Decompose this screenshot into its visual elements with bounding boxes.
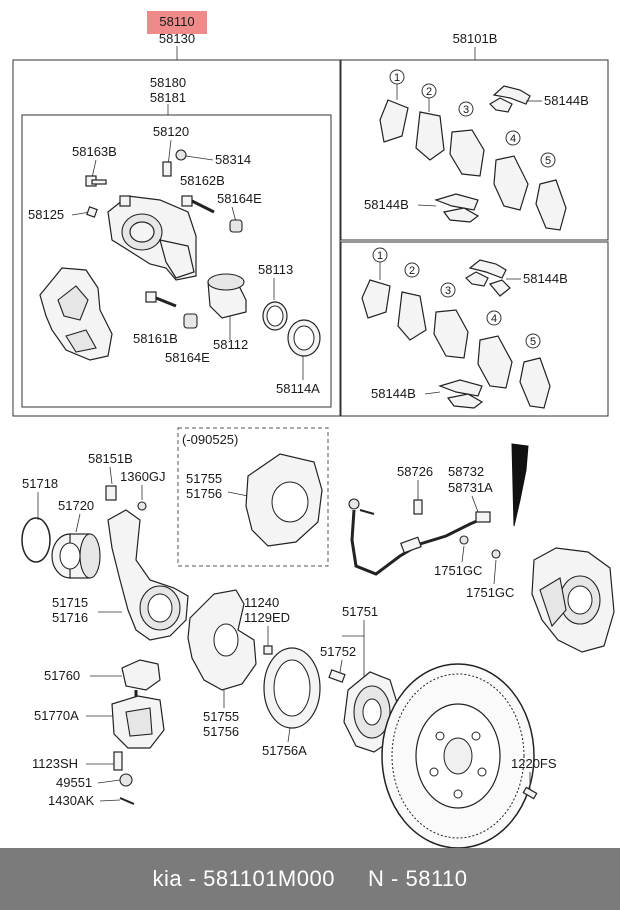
part-label[interactable]: 51755 [203,709,239,724]
part-label[interactable]: 58164E [165,350,210,365]
part-label[interactable]: 58164E [217,191,262,206]
part-label[interactable]: 58180 [150,75,186,90]
part-number: 581101M000 [203,866,335,891]
part-label[interactable]: 51751 [342,604,378,619]
pad-set-upper: 1 2 3 4 5 58144B 58144B [364,69,589,231]
part-label[interactable]: 58144B [544,93,589,108]
pad-number: 4 [510,133,516,145]
pad-kit-frame-lower [340,241,609,417]
part-label[interactable]: 58161B [133,331,178,346]
part-label[interactable]: 51760 [44,668,80,683]
cotter-pin-drawing [119,797,135,805]
part-label[interactable]: 51756 [186,486,222,501]
part-label[interactable]: 58162B [180,173,225,188]
pad-kit-frame-upper [340,59,609,241]
short-code: 58110 [405,866,468,891]
code-prefix: N [368,866,385,891]
part-label[interactable]: 1430AK [48,793,95,808]
part-label[interactable]: 58130 [159,31,195,46]
wheel-bearing-drawing [51,533,101,579]
part-label[interactable]: 58181 [150,90,186,105]
caliper-body-frame [21,114,332,408]
part-label[interactable]: 58731A [448,480,493,495]
part-label[interactable]: 51720 [58,498,94,513]
ball-joint-drawing [121,659,161,702]
dust-shield-upper-drawing [245,453,323,547]
part-label[interactable]: 58726 [397,464,433,479]
part-label[interactable]: 51715 [52,595,88,610]
highlight-marker [147,11,207,34]
part-label[interactable]: 51756A [262,743,307,758]
snap-ring-drawing [21,517,51,563]
exploded-parts-diagram: 58110 58130 58180 58181 58101B 58120 581… [12,11,615,848]
part-label[interactable]: 1751GC [466,585,514,600]
part-label[interactable]: 58120 [153,124,189,139]
part-label[interactable]: 1129ED [244,610,290,625]
part-label[interactable]: 58114A [276,381,320,396]
part-label[interactable]: 58144B [364,197,409,212]
disc-screw-drawing [522,786,538,800]
part-label[interactable]: 58732 [448,464,484,479]
part-label[interactable]: 58144B [371,386,416,401]
part-number-footer: kia - 581101M000 N - 58110 [0,848,620,910]
arm-bolt-drawing [113,751,123,771]
part-label[interactable]: 58112 [213,337,248,352]
part-label[interactable]: 58144B [523,271,568,286]
separator: - [384,866,406,891]
part-label[interactable]: 51752 [320,644,356,659]
part-label[interactable]: 58125 [28,207,64,222]
spacer [335,866,368,892]
pad-number: 5 [545,155,551,167]
caliper-assembly-frame [12,59,341,417]
pad-number: 3 [463,104,469,116]
caliper-body-drawing [107,195,197,281]
pad-number: 2 [409,265,415,277]
pad-kit-label[interactable]: 58101B [453,31,498,46]
guide-bolt-drawing [85,175,131,218]
dust-shield-lower-drawing [187,589,273,691]
part-label[interactable]: 51756 [203,724,239,739]
part-label[interactable]: 51770A [34,708,79,723]
dust-shield-variant-frame [177,427,329,567]
part-label[interactable]: 58163B [72,144,117,159]
part-label[interactable]: 58113 [258,262,293,277]
pad-number: 4 [491,313,497,325]
part-label[interactable]: 1220FS [511,756,557,771]
part-label[interactable]: 49551 [56,775,92,790]
piston-drawing [207,273,321,357]
part-label[interactable]: 1123SH [32,756,78,771]
guide-pin-lower-drawing [145,291,198,329]
part-label[interactable]: 1751GC [434,563,482,578]
pad-number: 2 [426,86,432,98]
pad-number: 3 [445,285,451,297]
part-label[interactable]: 11240 [244,595,279,610]
caliper-assembly-drawing [511,443,615,653]
brake-disc-drawing [381,663,535,848]
knuckle-drawing [105,485,189,641]
part-label[interactable]: 1360GJ [120,469,166,484]
pad-number: 1 [394,72,400,84]
part-label[interactable]: 51755 [186,471,222,486]
brake-hose-drawing [348,498,501,576]
separator: - [182,866,204,891]
lower-arm-bracket-drawing [111,695,165,749]
date-note: (-090525) [182,432,238,447]
part-label[interactable]: 58110 [159,14,194,29]
part-label[interactable]: 51718 [22,476,58,491]
part-label[interactable]: 58314 [215,152,251,167]
part-label[interactable]: 51716 [52,610,88,625]
castle-nut-drawing [119,773,133,787]
caliper-bracket-drawing [39,267,113,361]
bleeder-bolt-drawing [162,149,187,177]
pad-number: 5 [530,336,536,348]
pad-number: 1 [377,250,383,262]
dust-seal-drawing [263,647,321,729]
guide-pin-upper-drawing [181,195,243,233]
part-label[interactable]: 58151B [88,451,133,466]
pad-set-lower: 1 2 3 4 5 58144B 58144B [361,247,568,409]
brand-name: kia [152,866,183,891]
